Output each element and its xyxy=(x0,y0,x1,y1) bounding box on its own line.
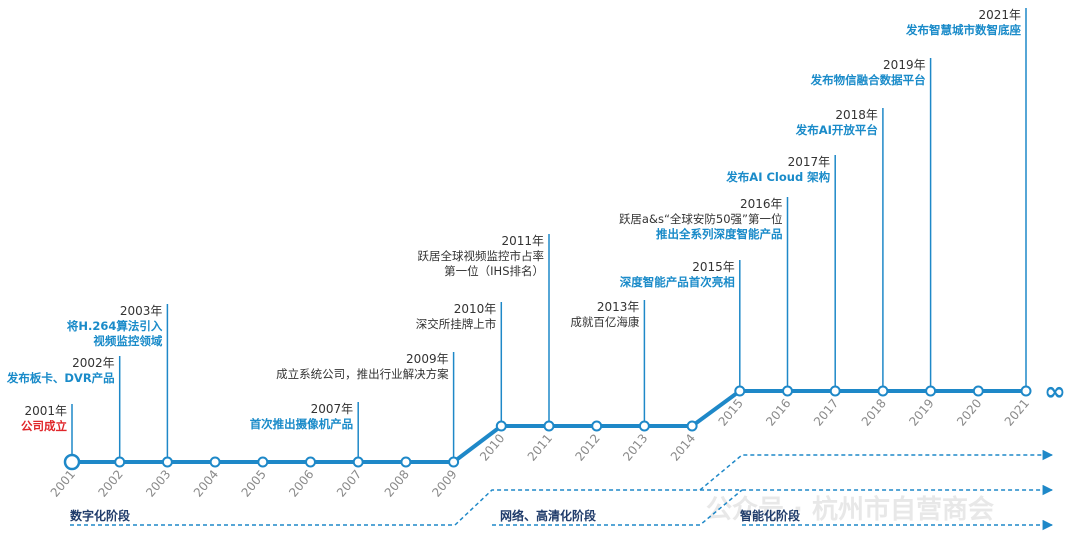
event-year-2007: 2007年 xyxy=(311,402,354,416)
event-year-2011: 2011年 xyxy=(501,234,544,248)
event-year-2010: 2010年 xyxy=(454,302,497,316)
event-stems xyxy=(71,8,1027,457)
event-desc-2019-1: 发布物信融合数据平台 xyxy=(810,73,926,87)
year-node-2007 xyxy=(352,456,364,468)
watermark-text: 公众号 · 杭州市自营商会 xyxy=(706,494,994,525)
year-axis-label-2020: 2020 xyxy=(954,396,984,428)
event-desc-2016-1: 跃居a&s“全球安防50强”第一位 xyxy=(619,212,783,226)
year-node-2020 xyxy=(972,385,984,397)
year-axis-label-2019: 2019 xyxy=(906,396,936,428)
year-node-2009 xyxy=(448,456,460,468)
event-desc-2018-1: 发布AI开放平台 xyxy=(795,123,878,137)
event-desc-2007-1: 首次推出摄像机产品 xyxy=(250,417,354,431)
year-node-2016 xyxy=(782,385,793,397)
event-desc-2010-1: 深交所挂牌上市 xyxy=(416,317,497,331)
event-year-2002: 2002年 xyxy=(72,356,115,370)
year-node-2014 xyxy=(686,420,698,432)
timeline-main-line xyxy=(72,389,1030,464)
year-node-2005 xyxy=(257,456,269,468)
infinity-symbol: ∞ xyxy=(1044,377,1066,407)
year-node-2010 xyxy=(495,420,507,432)
year-axis-label-2016: 2016 xyxy=(763,396,793,428)
event-desc-2017-1: 发布AI Cloud 架构 xyxy=(725,170,830,184)
event-desc-2016-2: 推出全系列深度智能产品 xyxy=(656,227,783,241)
event-desc-2011-2: 第一位（IHS排名） xyxy=(444,264,544,278)
year-node-2018 xyxy=(877,385,889,397)
year-axis-label-2008: 2008 xyxy=(382,467,412,499)
year-node-2017 xyxy=(829,385,841,397)
event-year-2016: 2016年 xyxy=(740,197,783,211)
event-year-2019: 2019年 xyxy=(883,58,926,72)
year-node-2015 xyxy=(734,385,746,397)
year-nodes xyxy=(63,385,1032,471)
phase-label-2: 网络、高清化阶段 xyxy=(500,508,597,523)
year-node-2001 xyxy=(63,453,81,471)
event-desc-2003-1: 将H.264算法引入 xyxy=(67,319,163,333)
year-node-2004 xyxy=(209,456,221,468)
event-year-2017: 2017年 xyxy=(788,155,831,169)
year-axis-label-2012: 2012 xyxy=(572,431,602,463)
year-axis-label-2017: 2017 xyxy=(811,396,841,428)
event-year-2015: 2015年 xyxy=(692,260,735,274)
year-node-2013 xyxy=(638,420,650,432)
year-axis-label-2021: 2021 xyxy=(1002,396,1032,428)
year-axis-label-2007: 2007 xyxy=(334,467,364,499)
year-node-2021 xyxy=(1020,385,1032,397)
event-desc-2013-1: 成就百亿海康 xyxy=(570,315,639,329)
year-node-2012 xyxy=(591,420,603,432)
phase-label-3: 智能化阶段 xyxy=(739,508,801,523)
year-node-2006 xyxy=(305,456,316,468)
phase-tracks: 数字化阶段 网络、高清化阶段 智能化阶段 xyxy=(70,449,1054,531)
phase-label-1: 数字化阶段 xyxy=(70,508,131,523)
phase-track-digital xyxy=(70,484,1054,526)
year-axis-label-2011: 2011 xyxy=(525,431,555,463)
event-desc-2009-1: 成立系统公司，推出行业解决方案 xyxy=(276,367,449,381)
year-node-2008 xyxy=(400,456,412,468)
year-axis-label-2001: 2001 xyxy=(48,467,78,499)
event-desc-2001-1: 公司成立 xyxy=(21,419,67,433)
event-year-2021: 2021年 xyxy=(978,8,1021,22)
year-axis-label-2014: 2014 xyxy=(668,431,698,463)
year-node-2002 xyxy=(114,456,126,468)
event-year-2013: 2013年 xyxy=(597,300,640,314)
event-desc-2021-1: 发布智慧城市数智底座 xyxy=(905,23,1021,37)
event-desc-2015-1: 深度智能产品首次亮相 xyxy=(620,275,735,289)
year-axis-labels: 2001 2002 2003 2004 2005 2006 2007 2008 2009 2010… xyxy=(48,396,1032,499)
phase-track-intelligent xyxy=(699,449,1054,491)
year-axis-label-2002: 2002 xyxy=(95,467,125,499)
event-year-2018: 2018年 xyxy=(835,108,878,122)
year-axis-label-2006: 2006 xyxy=(286,467,316,499)
event-desc-2011-1: 跃居全球视频监控市占率 xyxy=(418,249,545,263)
year-node-2019 xyxy=(925,385,937,397)
event-year-2001: 2001年 xyxy=(24,404,67,418)
event-year-2003: 2003年 xyxy=(120,304,163,318)
year-axis-label-2005: 2005 xyxy=(239,467,269,499)
year-axis-label-2010: 2010 xyxy=(477,431,507,463)
year-axis-label-2013: 2013 xyxy=(620,431,650,463)
year-axis-label-2004: 2004 xyxy=(191,467,221,499)
event-desc-2002-1: 发布板卡、DVR产品 xyxy=(6,371,115,385)
year-node-2003 xyxy=(161,456,173,468)
year-axis-label-2009: 2009 xyxy=(429,467,459,499)
year-axis-label-2015: 2015 xyxy=(716,396,746,428)
year-axis-label-2003: 2003 xyxy=(143,467,173,499)
year-node-2011 xyxy=(543,420,555,432)
event-year-2009: 2009年 xyxy=(406,352,449,366)
phase-track-network-rise xyxy=(640,489,743,526)
event-desc-2003-2: 视频监控领域 xyxy=(93,334,162,348)
year-axis-label-2018: 2018 xyxy=(859,396,889,428)
